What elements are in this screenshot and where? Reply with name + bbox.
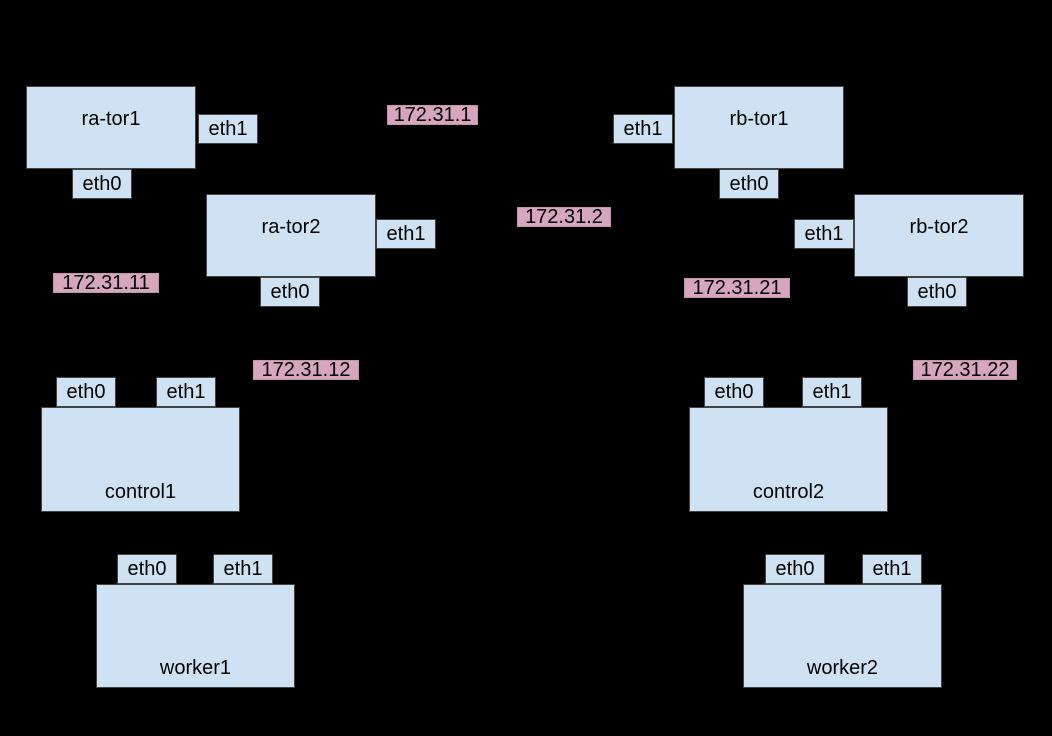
interface-label-ra-tor1-eth0: eth0 (72, 169, 132, 199)
ip-label-172-31-22: 172.31.22 (913, 359, 1017, 381)
interface-label-control2-eth0: eth0 (704, 377, 764, 407)
node-box-rb-tor2: rb-tor2 (854, 194, 1024, 277)
node-box-ra-tor2: ra-tor2 (206, 194, 376, 277)
node-label-control1: control1 (104, 481, 177, 503)
interface-label-rb-tor1-eth1: eth1 (613, 114, 673, 144)
node-box-control1: control1 (41, 407, 240, 512)
node-label-ra-tor1: ra-tor1 (81, 108, 141, 130)
interface-label-ra-tor1-eth1: eth1 (198, 114, 258, 144)
node-label-control2: control2 (752, 481, 825, 503)
interface-label-control2-eth1: eth1 (802, 377, 862, 407)
node-box-worker1: worker1 (96, 584, 295, 688)
node-label-worker2: worker2 (806, 657, 879, 679)
interface-label-worker2-eth1: eth1 (862, 554, 922, 584)
ip-label-172-31-21: 172.31.21 (684, 277, 790, 299)
interface-label-ra-tor2-eth0: eth0 (260, 277, 320, 307)
node-label-worker1: worker1 (159, 657, 232, 679)
interface-label-worker1-eth0: eth0 (117, 554, 177, 584)
ip-label-172-31-1: 172.31.1 (387, 104, 478, 126)
interface-label-rb-tor2-eth1: eth1 (794, 219, 854, 249)
ip-label-172-31-2: 172.31.2 (517, 206, 611, 228)
node-box-ra-tor1: ra-tor1 (26, 86, 196, 169)
interface-label-rb-tor1-eth0: eth0 (719, 169, 779, 199)
node-label-rb-tor1: rb-tor1 (729, 108, 789, 130)
interface-label-ra-tor2-eth1: eth1 (376, 219, 436, 249)
node-label-ra-tor2: ra-tor2 (261, 216, 321, 238)
interface-label-rb-tor2-eth0: eth0 (907, 277, 967, 307)
interface-label-control1-eth1: eth1 (156, 377, 216, 407)
interface-label-worker1-eth1: eth1 (213, 554, 273, 584)
interface-label-worker2-eth0: eth0 (765, 554, 825, 584)
interface-label-control1-eth0: eth0 (56, 377, 116, 407)
ip-label-172-31-11: 172.31.11 (53, 272, 159, 294)
node-box-rb-tor1: rb-tor1 (674, 86, 844, 169)
node-box-worker2: worker2 (743, 584, 942, 688)
ip-label-172-31-12: 172.31.12 (253, 359, 359, 381)
node-box-control2: control2 (689, 407, 888, 512)
node-label-rb-tor2: rb-tor2 (909, 216, 969, 238)
